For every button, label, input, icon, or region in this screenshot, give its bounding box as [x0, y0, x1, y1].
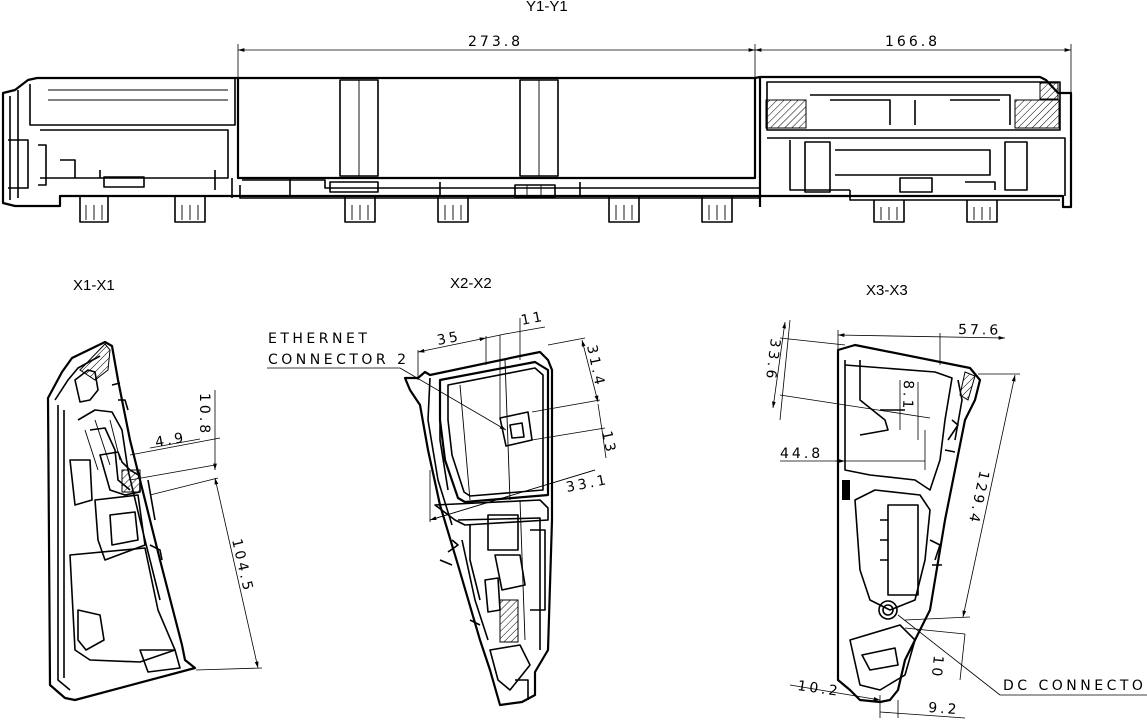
- dim-x2-a: 35: [436, 329, 462, 349]
- y1-section-view: 273.8 166.8: [1, 34, 1073, 223]
- dim-x2-b: 11: [520, 309, 546, 329]
- x3-section-view: 57.6 33.6 8.1 44.8 129.4 10 10.2 9.2 DC …: [762, 319, 1147, 719]
- dim-x1-a: 10.8: [196, 393, 212, 436]
- dim-x2-d: 13: [598, 430, 619, 457]
- y1-clip-4: [437, 196, 469, 223]
- dim-y1-right: 166.8: [885, 34, 940, 50]
- y1-clip-5: [608, 196, 640, 223]
- x2-section-view: ETHERNET CONNECTOR 2 35 11 31.4 13 33.1: [267, 309, 619, 707]
- y1-clip-3: [344, 196, 376, 223]
- dim-x3-e: 129.4: [965, 469, 992, 526]
- section-title-x2: X2-X2: [450, 275, 492, 292]
- y1-clip-7: [873, 200, 905, 223]
- dim-x3-d: 44.8: [780, 446, 823, 462]
- section-title-x1: X1-X1: [73, 277, 115, 294]
- y1-clip-6: [701, 196, 733, 223]
- label-dc-connector: DC CONNECTOR: [1003, 678, 1147, 694]
- dim-x3-a: 57.6: [958, 322, 1001, 339]
- label-ethernet-2: CONNECTOR 2: [268, 352, 410, 368]
- dim-x3-b: 33.6: [762, 338, 783, 383]
- dim-x3-g: 10.2: [796, 678, 841, 700]
- dim-x2-e: 33.1: [565, 472, 610, 496]
- dim-x2-c: 31.4: [583, 344, 608, 390]
- section-title-x3: X3-X3: [866, 282, 908, 299]
- dim-x1-c: 104.5: [228, 537, 256, 594]
- dim-x3-f: 10: [928, 655, 946, 680]
- y1-clip-2: [174, 196, 206, 223]
- dim-y1-left: 273.8: [468, 34, 523, 50]
- y1-clip-1: [79, 196, 109, 223]
- label-ethernet-1: ETHERNET: [268, 331, 370, 347]
- dim-x1-b: 4.9: [154, 430, 188, 451]
- x1-section-view: 10.8 4.9 104.5: [46, 340, 263, 702]
- dim-x3-h: 9.2: [928, 700, 960, 718]
- section-title-y1: Y1-Y1: [526, 0, 568, 15]
- dim-x3-c: 8.1: [899, 380, 916, 412]
- y1-clip-8: [966, 200, 998, 223]
